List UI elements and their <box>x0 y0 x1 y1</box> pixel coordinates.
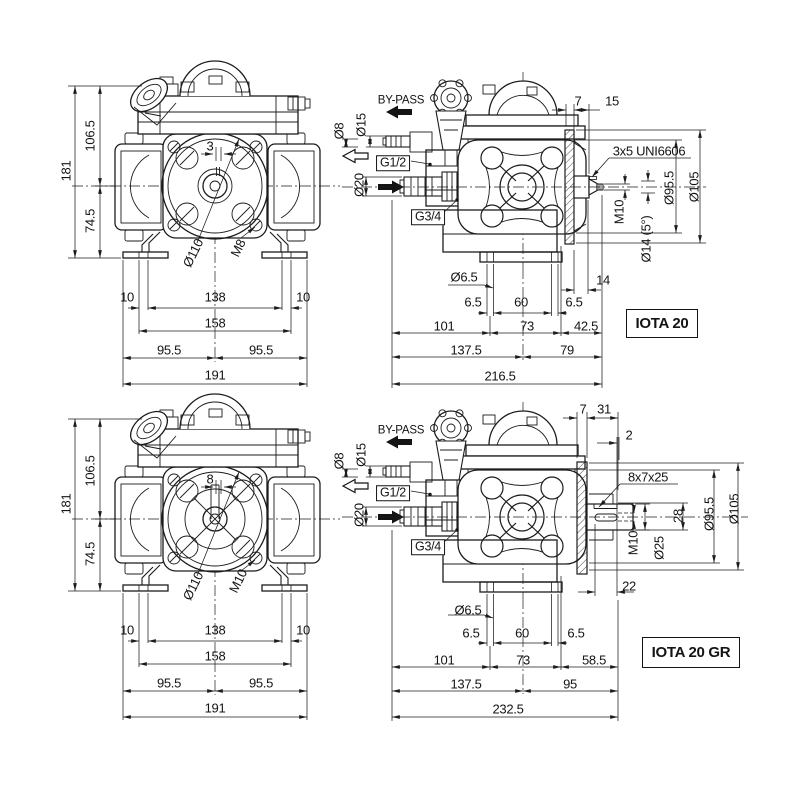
dim-row1b-0: 138 <box>204 289 226 305</box>
dim-key-height-1: 28 <box>670 509 686 523</box>
front-hub-detail-iota20gr <box>184 484 246 550</box>
dim-foot-hole-1: Ø6.5 <box>454 602 482 618</box>
model-badge-iota20gr: IOTA 20 GR <box>642 637 740 668</box>
dim-bore-0: Ø8 <box>331 122 347 140</box>
front-view-iota20 <box>68 61 340 387</box>
dim-flange-bc-0: Ø95.5 <box>661 171 677 205</box>
dim-top1-1: 7 <box>579 401 587 417</box>
dim-hub-len-1: 22 <box>622 578 636 594</box>
dim-rowBa-1: 101 <box>433 652 455 668</box>
dim-row1c-0: 10 <box>296 289 310 305</box>
dim-hose-small-1: Ø15 <box>353 443 369 467</box>
bypass-label-1: BY-PASS <box>377 424 425 437</box>
dim-row3b-1: 95.5 <box>248 675 274 691</box>
key-spec-label-1: 8x7x25 <box>627 469 669 485</box>
dim-row4-1: 191 <box>204 700 226 716</box>
dim-rowCa-0: 137.5 <box>450 342 482 358</box>
dim-rowAb-1: 60 <box>515 625 529 641</box>
dim-hose-large-1: Ø20 <box>351 503 367 527</box>
dim-shaft-thread-0: M10 <box>611 199 627 225</box>
dim-key-width-0: 3 <box>206 138 214 154</box>
dim-height-bottom-0: 74.5 <box>82 208 98 234</box>
front-view-iota20gr <box>68 394 340 720</box>
dim-row4-0: 191 <box>204 367 226 383</box>
dim-row2-0: 158 <box>204 315 226 331</box>
side-shaft-iota20gr <box>342 412 748 721</box>
dim-shaft-thread-1: M10 <box>625 530 641 556</box>
bypass-label-0: BY-PASS <box>377 94 425 107</box>
dim-key-width-1: 8 <box>206 471 214 487</box>
dim-rowD-0: 216.5 <box>484 368 516 384</box>
dim-hose-small-0: Ø15 <box>353 113 369 137</box>
dim-height-total-0: 181 <box>58 160 74 182</box>
dim-row2-1: 158 <box>204 648 226 664</box>
dim-key-end-1: 2 <box>625 427 633 443</box>
dim-shaft-dia-1: Ø25 <box>651 536 667 560</box>
dim-rowCa-1: 137.5 <box>450 676 482 692</box>
outlet-thread-label-0: G3/4 <box>411 209 445 225</box>
dim-top2-1: 31 <box>597 401 611 417</box>
dim-hose-large-0: Ø20 <box>351 173 367 197</box>
dim-rowAa-0: 6.5 <box>464 294 482 310</box>
dim-row1a-1: 10 <box>120 622 134 638</box>
dim-height-top-1: 106.5 <box>82 455 98 487</box>
dim-top2-0: 15 <box>605 93 619 109</box>
side-shaft-iota20 <box>342 104 706 388</box>
dim-height-total-1: 181 <box>58 493 74 515</box>
dim-top1-0: 7 <box>574 93 582 109</box>
front-hub-detail-iota20 <box>197 167 233 204</box>
dim-rowCb-1: 95 <box>563 676 577 692</box>
dim-rowBc-0: 42.5 <box>573 318 599 334</box>
dim-flange-od-1: Ø105 <box>726 493 742 525</box>
dim-row1c-1: 10 <box>296 622 310 638</box>
dim-rowBc-1: 58.5 <box>581 652 607 668</box>
dim-offset-0: 14 <box>596 272 610 288</box>
inlet-thread-label-1: G1/2 <box>376 485 410 501</box>
dim-row3a-1: 95.5 <box>156 675 182 691</box>
outlet-thread-label-1: G3/4 <box>411 539 445 555</box>
dim-flange-bc-1: Ø95.5 <box>701 497 717 531</box>
dim-foot-hole-0: Ø6.5 <box>450 269 478 285</box>
dim-rowAa-1: 6.5 <box>462 625 480 641</box>
dim-height-bottom-1: 74.5 <box>82 541 98 567</box>
dim-row3a-0: 95.5 <box>156 342 182 358</box>
dim-rowD-1: 232.5 <box>492 701 524 717</box>
dim-rowBb-0: 73 <box>520 318 534 334</box>
inlet-thread-label-0: G1/2 <box>376 155 410 171</box>
model-badge-iota20: IOTA 20 <box>626 309 698 338</box>
dim-rowAb-0: 60 <box>514 294 528 310</box>
dim-height-top-0: 106.5 <box>82 120 98 152</box>
dim-row1a-0: 10 <box>120 289 134 305</box>
dim-row1b-1: 138 <box>204 622 226 638</box>
dim-rowAc-0: 6.5 <box>565 294 583 310</box>
dim-bore-1: Ø8 <box>331 452 347 470</box>
dim-rowBa-0: 101 <box>433 318 455 334</box>
dim-shaft-taper-0: Ø14 (5°) <box>638 215 654 263</box>
dim-rowCb-0: 79 <box>560 342 574 358</box>
dim-row3b-0: 95.5 <box>248 342 274 358</box>
dim-rowAc-1: 6.5 <box>567 625 585 641</box>
dim-rowBb-1: 73 <box>516 652 530 668</box>
key-spec-label-0: 3x5 UNI6606 <box>612 143 686 159</box>
dim-flange-od-0: Ø105 <box>686 171 702 203</box>
